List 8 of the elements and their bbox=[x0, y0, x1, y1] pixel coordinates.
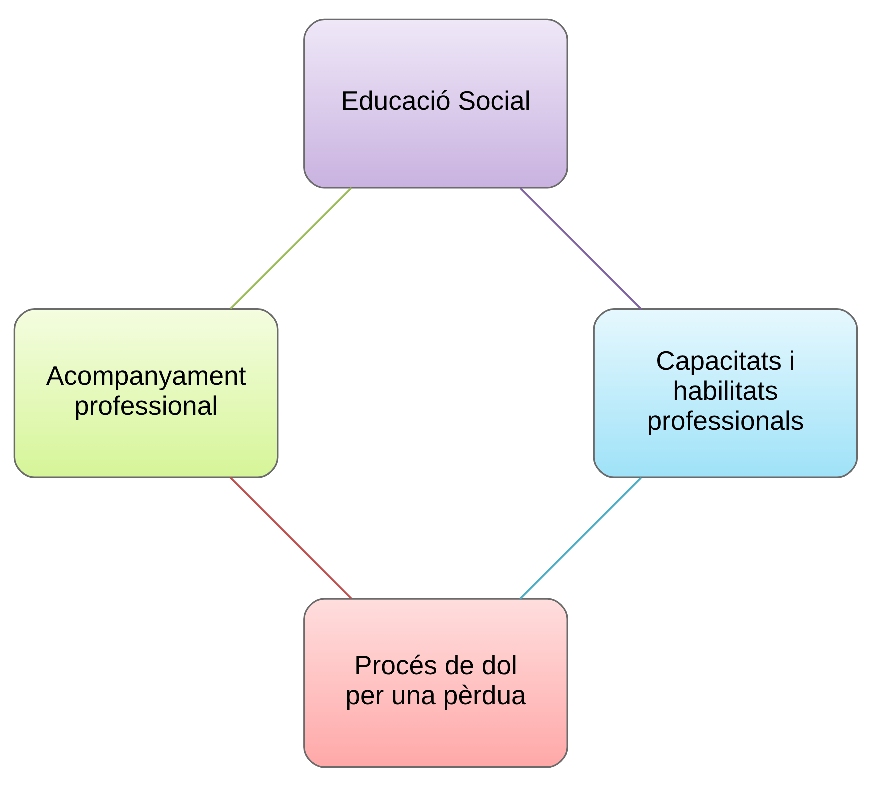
node-box: Educació Social bbox=[304, 18, 568, 189]
connector bbox=[230, 187, 353, 310]
node-box: Acompanyament professional bbox=[14, 308, 279, 478]
node-box: Capacitats i habilitats professionals bbox=[593, 308, 858, 478]
connector bbox=[230, 476, 352, 600]
node-box: Procés de dol per una pèrdua bbox=[304, 598, 568, 768]
connector bbox=[520, 188, 642, 310]
connector bbox=[519, 477, 642, 600]
